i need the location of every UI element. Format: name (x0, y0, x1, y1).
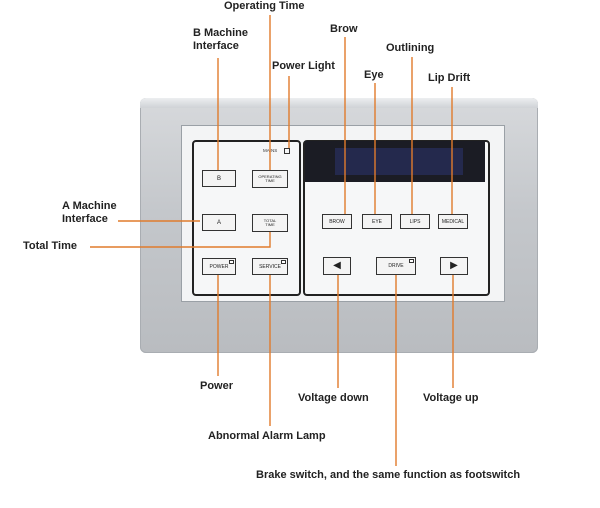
key-eye-label: EYE (371, 218, 382, 225)
callout-lip-drift: Lip Drift (428, 72, 471, 84)
key-total-time[interactable]: TOTAL TIME (252, 214, 288, 232)
key-brow-label: BROW (329, 218, 345, 225)
alarm-led-icon (281, 260, 286, 264)
callout-voltage-down: Voltage down (298, 392, 369, 404)
mains-led-icon (284, 148, 290, 154)
key-power[interactable]: POWER (202, 258, 236, 275)
key-brow[interactable]: BROW (322, 214, 352, 229)
callout-power-light: Power Light (272, 60, 335, 72)
key-b[interactable]: B (202, 170, 236, 187)
callout-power: Power (200, 380, 234, 392)
key-service[interactable]: SERVICE (252, 258, 288, 275)
callout-eye: Eye (364, 69, 384, 81)
callout-abnormal-alarm-lamp: Abnormal Alarm Lamp (208, 430, 326, 442)
key-operating-time-label: OPERATING (258, 174, 282, 179)
key-operating-time-label-2: TIME (265, 178, 275, 183)
key-drive-label: DRIVE (388, 263, 404, 269)
right-arrow-icon: ▶ (450, 260, 458, 271)
callout-a-machine-line2: Interface (62, 213, 108, 225)
callout-brake-switch: Brake switch, and the same function as f… (256, 469, 521, 481)
callout-b-machine-line2: Interface (193, 40, 239, 52)
callout-a-machine-interface: A Machine Interface (62, 200, 117, 226)
callout-voltage-up: Voltage up (423, 392, 479, 404)
key-service-label: SERVICE (259, 263, 281, 270)
key-operating-time[interactable]: OPERATING TIME (252, 170, 288, 188)
key-power-label: POWER (209, 263, 229, 270)
leader-total-time (90, 232, 271, 248)
power-led-icon (229, 260, 234, 264)
key-medical[interactable]: MEDICAL (438, 214, 468, 229)
drive-led-icon (409, 259, 414, 263)
key-drive[interactable]: DRIVE (376, 257, 416, 275)
display-lcd (335, 148, 463, 175)
key-medical-label: MEDICAL (441, 218, 465, 225)
key-a-label: A (216, 219, 221, 226)
key-lips[interactable]: LIPS (400, 214, 430, 229)
callout-outlining: Outlining (386, 42, 435, 54)
callout-b-machine-line1: B Machine (193, 27, 249, 39)
key-a[interactable]: A (202, 214, 236, 231)
callout-brow: Brow (330, 23, 358, 35)
callout-a-machine-line1: A Machine (62, 200, 117, 212)
callout-total-time: Total Time (23, 240, 77, 252)
voltage-down-button[interactable]: ◀ (323, 257, 351, 275)
key-b-label: B (216, 175, 221, 182)
callout-b-machine-interface: B Machine Interface (193, 27, 248, 53)
voltage-up-button[interactable]: ▶ (440, 257, 468, 275)
key-lips-label: LIPS (409, 218, 421, 225)
key-eye[interactable]: EYE (362, 214, 392, 229)
key-total-time-label: TOTAL (263, 218, 277, 223)
left-arrow-icon: ◀ (333, 260, 341, 271)
device-top-edge (140, 98, 538, 108)
key-total-time-label-2: TIME (265, 222, 275, 227)
callout-operating-time: Operating Time (224, 0, 305, 12)
